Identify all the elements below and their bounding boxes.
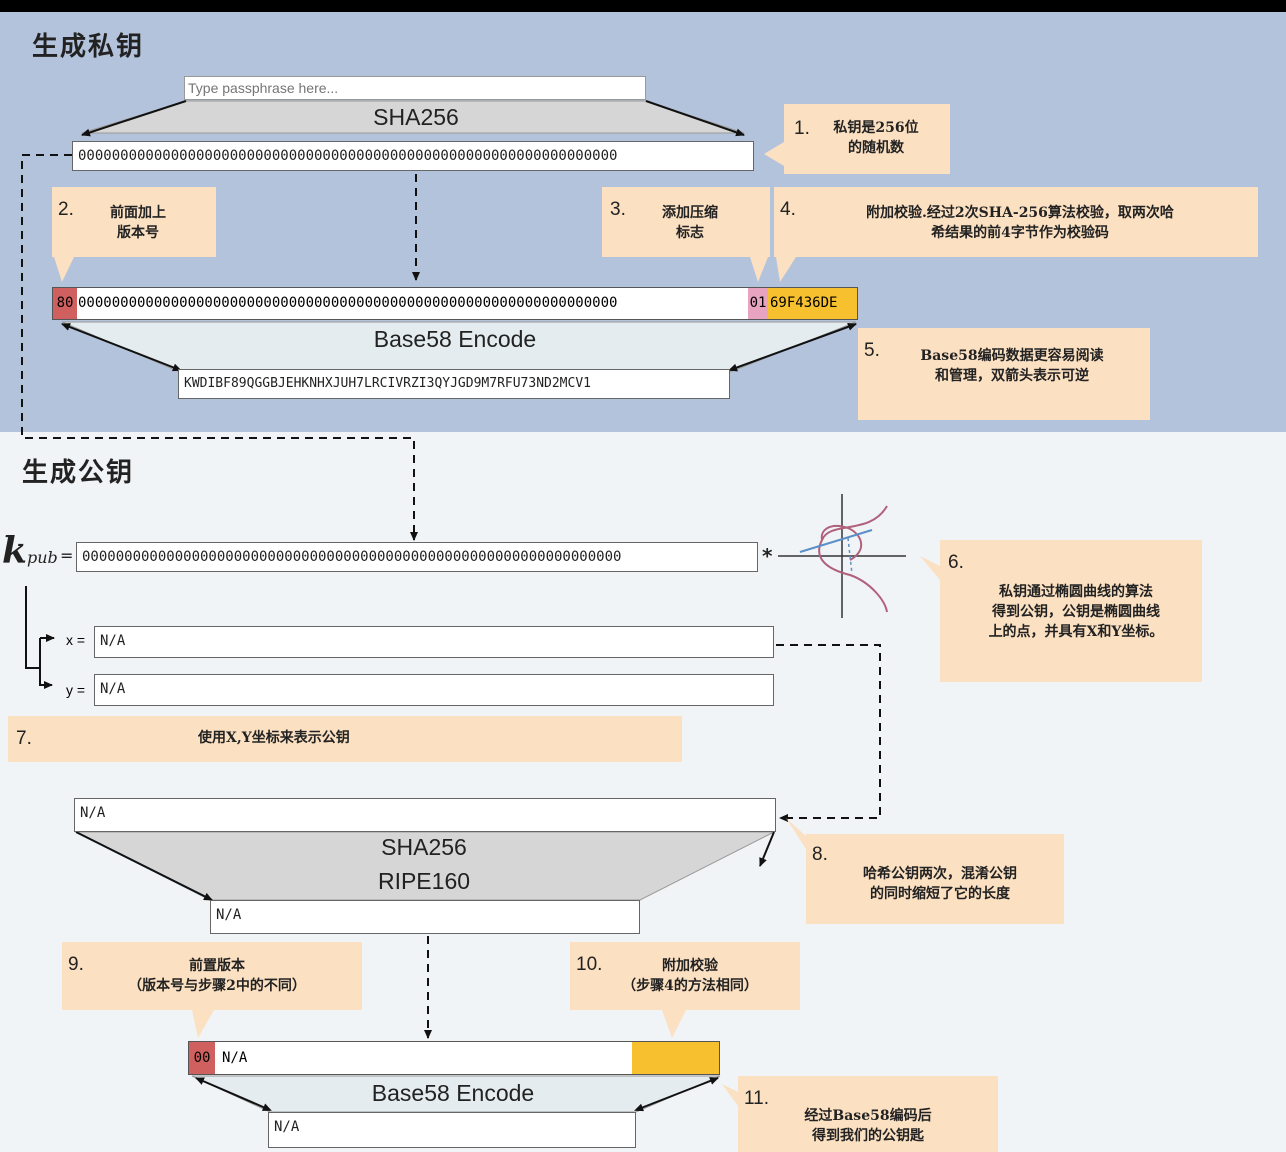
compression-flag: 01 — [748, 288, 768, 319]
base58-label-bottom: Base58 Encode — [371, 1080, 535, 1106]
note-10-number: 10. — [576, 954, 603, 975]
extended-key-row — [52, 287, 858, 320]
base58-label-top: Base58 Encode — [373, 326, 537, 352]
multiply-sign: * — [762, 544, 773, 568]
note-7-number: 7. — [16, 728, 32, 749]
sha256-label: SHA256 — [373, 104, 459, 130]
x-coordinate-field[interactable]: N/A — [94, 626, 774, 658]
note-11-text: 经过Base58编码后 得到我们的公钥匙 — [804, 1108, 932, 1144]
note-7: 7. 使用X,Y坐标来表示公钥 — [8, 716, 682, 762]
ripe160-label: RIPE160 — [377, 868, 471, 894]
kpub-k: k — [2, 530, 27, 572]
note-5-number: 5. — [864, 340, 880, 361]
elliptic-curve-icon — [778, 494, 906, 618]
address-checksum — [632, 1042, 719, 1074]
kpub-equals: = — [60, 546, 74, 565]
note-1-number: 1. — [794, 118, 810, 139]
address-body: N/A — [222, 1050, 248, 1066]
note-4-text: 附加校验.经过2次SHA-256算法校验，取两次哈 希结果的前4字节作为校验码 — [866, 205, 1174, 241]
hash-field[interactable]: N/A — [210, 900, 640, 934]
note-8-text: 哈希公钥两次，混淆公钥 的同时缩短了它的长度 — [863, 866, 1017, 902]
address-field[interactable]: N/A — [268, 1112, 636, 1148]
note-5-text: Base58编码数据更容易阅读 和管理，双箭头表示可逆 — [920, 348, 1104, 384]
note-11-number: 11. — [744, 1088, 770, 1109]
note-4-number: 4. — [780, 199, 796, 220]
note-8-number: 8. — [812, 844, 828, 865]
y-coordinate-field[interactable]: N/A — [94, 674, 774, 706]
kpub-field[interactable]: 0000000000000000000000000000000000000000… — [76, 542, 758, 572]
kpub-symbol: kpub — [2, 530, 58, 572]
note-1: 1. 私钥是256位 的随机数 — [784, 104, 950, 174]
note-8: 8. 哈希公钥两次，混淆公钥 的同时缩短了它的长度 — [806, 834, 1064, 924]
version-byte: 80 — [53, 288, 77, 319]
note-11: 11. 经过Base58编码后 得到我们的公钥匙 — [738, 1076, 998, 1152]
kpub-subscript: pub — [26, 548, 58, 567]
public-key-title: 生成公钥 — [22, 458, 135, 488]
note-7-text: 使用X,Y坐标来表示公钥 — [198, 730, 350, 746]
note-6: 6. 私钥通过椭圆曲线的算法 得到公钥，公钥是椭圆曲线 上的点，并具有X和Y坐标… — [940, 540, 1202, 682]
x-label: x = — [66, 632, 86, 648]
note-2-number: 2. — [58, 199, 74, 220]
note-2-text: 前面加上 版本号 — [110, 205, 166, 241]
private-key-field[interactable]: 0000000000000000000000000000000000000000… — [72, 141, 754, 171]
note-3: 3. 添加压缩 标志 — [602, 187, 770, 257]
note-3-number: 3. — [610, 199, 626, 220]
address-row — [188, 1041, 720, 1075]
note-1-text: 私钥是256位 的随机数 — [833, 120, 919, 156]
note-2: 2. 前面加上 版本号 — [52, 187, 216, 257]
note-9-text: 前置版本 （版本号与步骤2中的不同） — [128, 958, 306, 994]
extended-key-body: 0000000000000000000000000000000000000000… — [78, 295, 618, 311]
note-10-text: 附加校验 （步骤4的方法相同） — [622, 958, 758, 994]
address-version-byte: 00 — [189, 1042, 215, 1074]
checksum-field: 69F436DE — [768, 288, 857, 319]
note-9-number: 9. — [68, 954, 84, 975]
passphrase-input[interactable] — [184, 76, 646, 100]
pubkey-input-field[interactable]: N/A — [74, 798, 776, 832]
note-6-text: 私钥通过椭圆曲线的算法 得到公钥，公钥是椭圆曲线 上的点，并具有X和Y坐标。 — [988, 584, 1164, 640]
private-key-title: 生成私钥 — [32, 32, 145, 62]
sha256-label-bottom: SHA256 — [381, 834, 467, 860]
note-6-number: 6. — [948, 552, 964, 573]
wif-key-field[interactable]: KWDIBF89QGGBJEHKNHXJUH7LRCIVRZI3QYJGD9M7… — [178, 369, 730, 399]
note-3-text: 添加压缩 标志 — [662, 205, 718, 241]
note-4: 4. 附加校验.经过2次SHA-256算法校验，取两次哈 希结果的前4字节作为校… — [774, 187, 1258, 257]
note-5: 5. Base58编码数据更容易阅读 和管理，双箭头表示可逆 — [858, 328, 1150, 420]
note-10: 10. 附加校验 （步骤4的方法相同） — [570, 942, 800, 1010]
note-9: 9. 前置版本 （版本号与步骤2中的不同） — [62, 942, 362, 1010]
y-label: y = — [66, 682, 86, 698]
